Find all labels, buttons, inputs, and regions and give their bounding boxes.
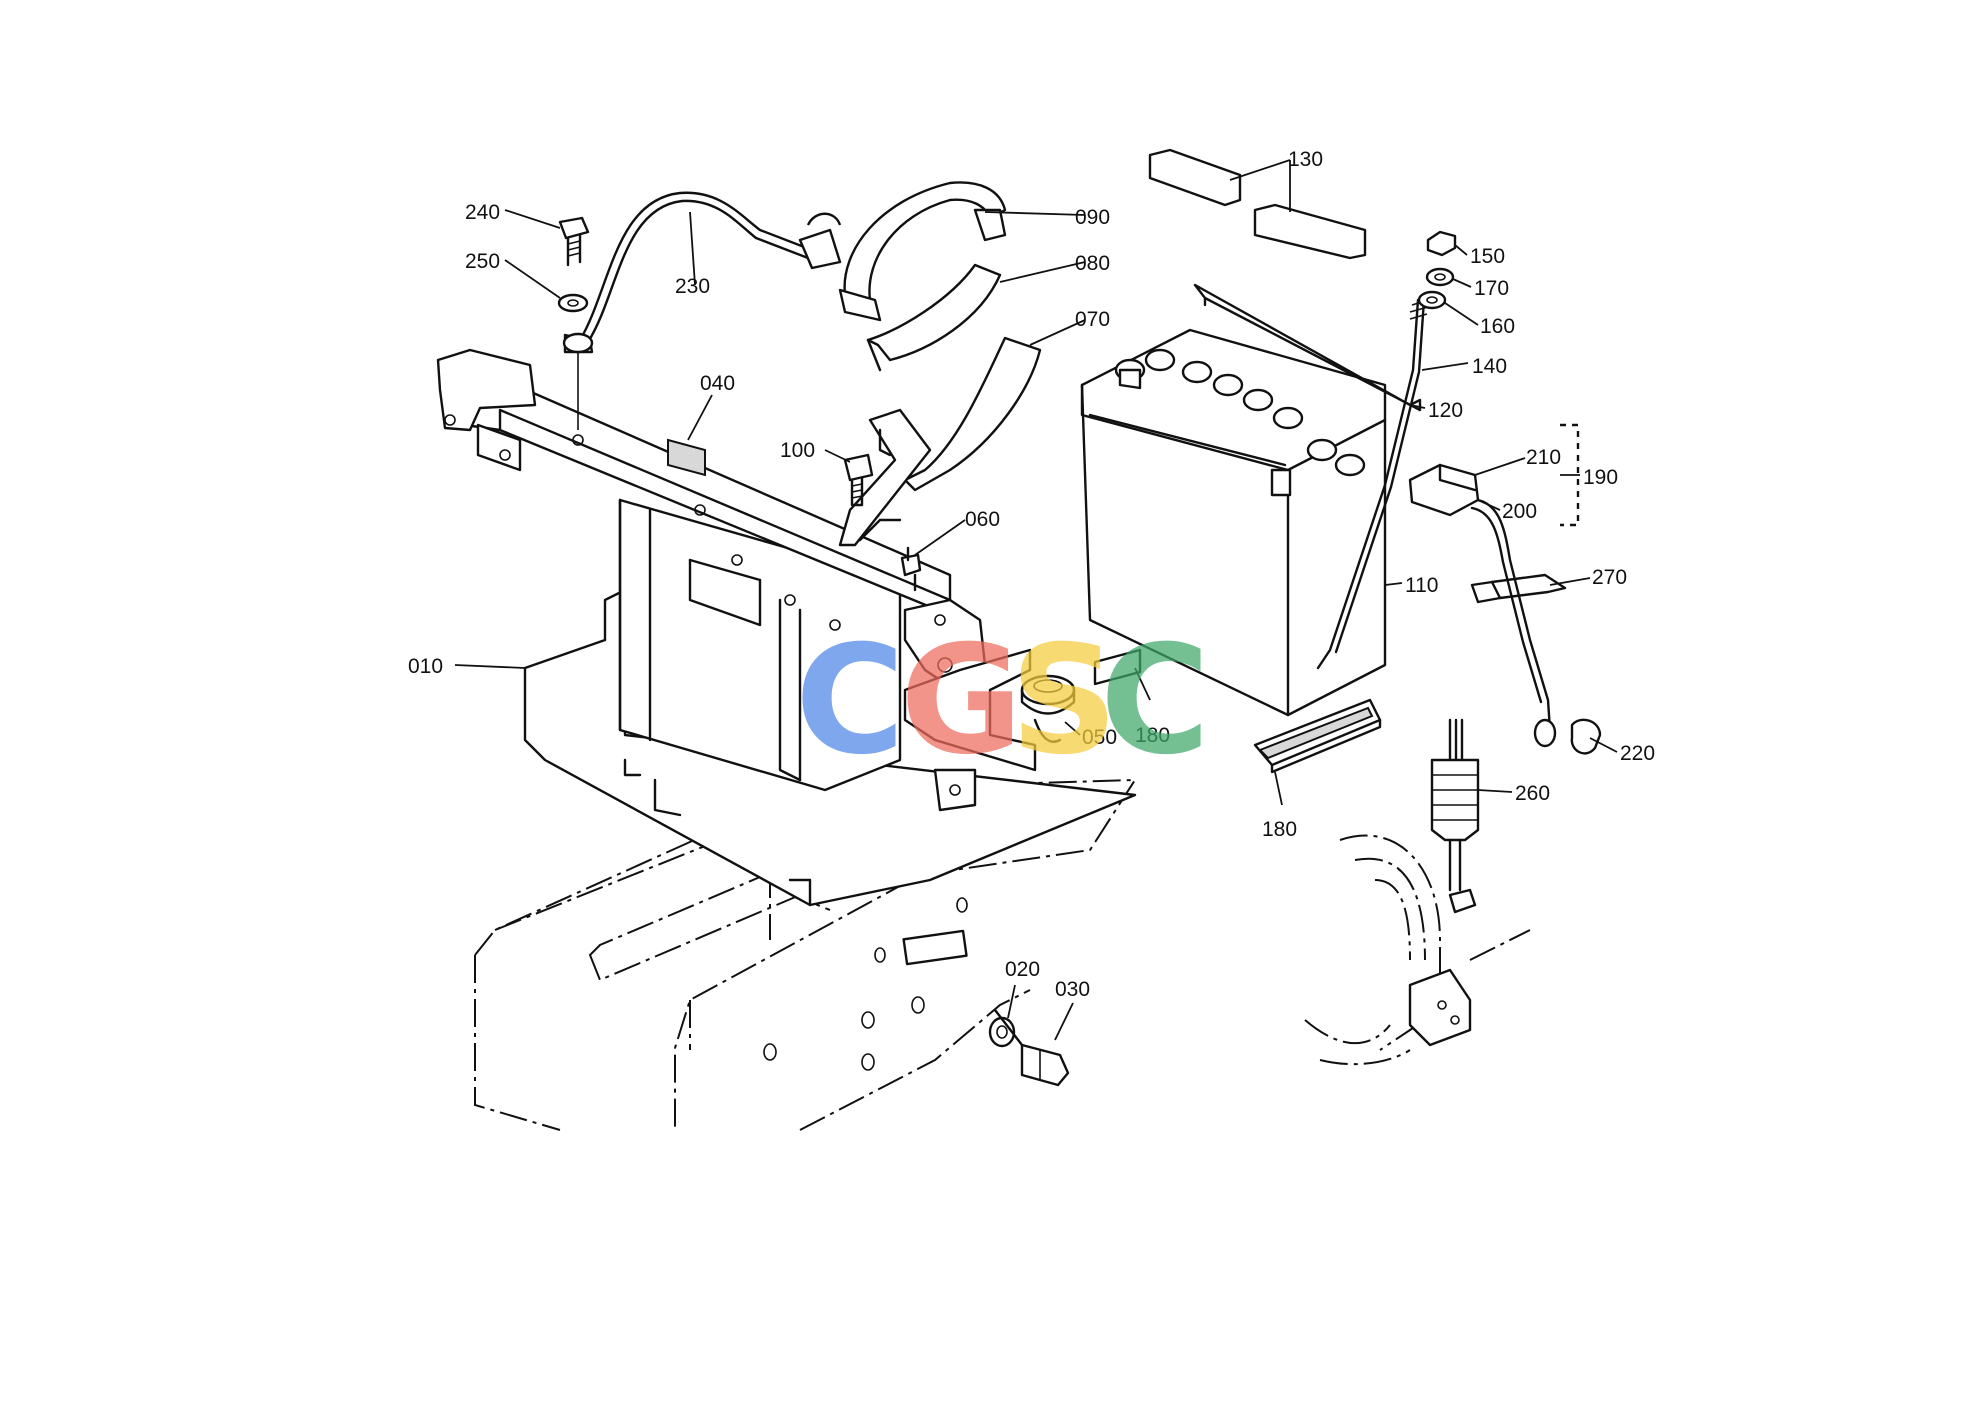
watermark-letter-s: S bbox=[1010, 614, 1118, 788]
bolt-100 bbox=[843, 453, 874, 507]
holddown-bar-120 bbox=[1193, 283, 1422, 412]
callout-090: 090 bbox=[1075, 206, 1110, 229]
callout-240: 240 bbox=[465, 201, 500, 224]
callout-190: 190 bbox=[1583, 466, 1618, 489]
callout-170: 170 bbox=[1474, 277, 1509, 300]
holder-070 bbox=[838, 336, 1042, 547]
battery-caps bbox=[1114, 348, 1366, 497]
spacer-180b bbox=[1253, 698, 1382, 774]
battery-bracket-010 bbox=[436, 348, 1137, 907]
callout-030: 030 bbox=[1055, 978, 1090, 1001]
band-080 bbox=[866, 263, 1002, 372]
band-090 bbox=[838, 181, 1007, 322]
callout-230: 230 bbox=[675, 275, 710, 298]
callout-080: 080 bbox=[1075, 252, 1110, 275]
callout-160: 160 bbox=[1480, 315, 1515, 338]
spacer-050 bbox=[1020, 674, 1076, 743]
callout-250: 250 bbox=[465, 250, 500, 273]
bolt-030 bbox=[993, 1008, 1070, 1087]
clip-060 bbox=[900, 546, 922, 592]
cable-230 bbox=[562, 191, 842, 354]
callout-010: 010 bbox=[408, 655, 443, 678]
callout-100: 100 bbox=[780, 439, 815, 462]
callout-150: 150 bbox=[1470, 245, 1505, 268]
callout-120: 120 bbox=[1428, 399, 1463, 422]
spacer-180a bbox=[1093, 648, 1142, 686]
callout-130: 130 bbox=[1288, 148, 1323, 171]
bolt-240 bbox=[558, 216, 590, 267]
nut-150 bbox=[1426, 230, 1457, 257]
washer-250 bbox=[557, 293, 589, 313]
callout-220: 220 bbox=[1620, 742, 1655, 765]
callout-110: 110 bbox=[1405, 574, 1438, 597]
callout-070: 070 bbox=[1075, 308, 1110, 331]
switch-260 bbox=[1430, 718, 1480, 892]
battery-110 bbox=[1080, 328, 1387, 717]
watermark-letter-c2: C bbox=[1100, 614, 1210, 788]
engine-housing-outline bbox=[1304, 834, 1531, 1066]
callout-140: 140 bbox=[1472, 355, 1507, 378]
cgsc-watermark-logo: C G S C bbox=[795, 614, 1210, 788]
callout-020: 020 bbox=[1005, 958, 1040, 981]
watermark-letter-g: G bbox=[900, 614, 1023, 788]
leader-lines bbox=[454, 159, 1618, 1041]
washer-160 bbox=[1417, 290, 1447, 310]
washer-020 bbox=[988, 1016, 1016, 1048]
sender-210 bbox=[1408, 463, 1480, 517]
callout-210: 210 bbox=[1526, 446, 1561, 469]
callout-200: 200 bbox=[1502, 500, 1537, 523]
wire-200 bbox=[1470, 498, 1557, 748]
callout-260: 260 bbox=[1515, 782, 1550, 805]
pads-130 bbox=[1148, 148, 1367, 260]
boot-220 bbox=[1570, 718, 1602, 755]
washer-170 bbox=[1425, 267, 1455, 287]
callout-labels: 010 020 030 040 050 060 070 080 090 100 … bbox=[408, 148, 1655, 1001]
callout-050: 050 bbox=[1082, 726, 1117, 749]
pad-040 bbox=[667, 438, 706, 477]
watermark-letter-c1: C bbox=[795, 614, 905, 788]
callout-180-a: 180 bbox=[1135, 724, 1170, 747]
callout-040: 040 bbox=[700, 372, 735, 395]
callout-180-b: 180 bbox=[1262, 818, 1297, 841]
callout-270: 270 bbox=[1592, 566, 1627, 589]
callout-060: 060 bbox=[965, 508, 1000, 531]
